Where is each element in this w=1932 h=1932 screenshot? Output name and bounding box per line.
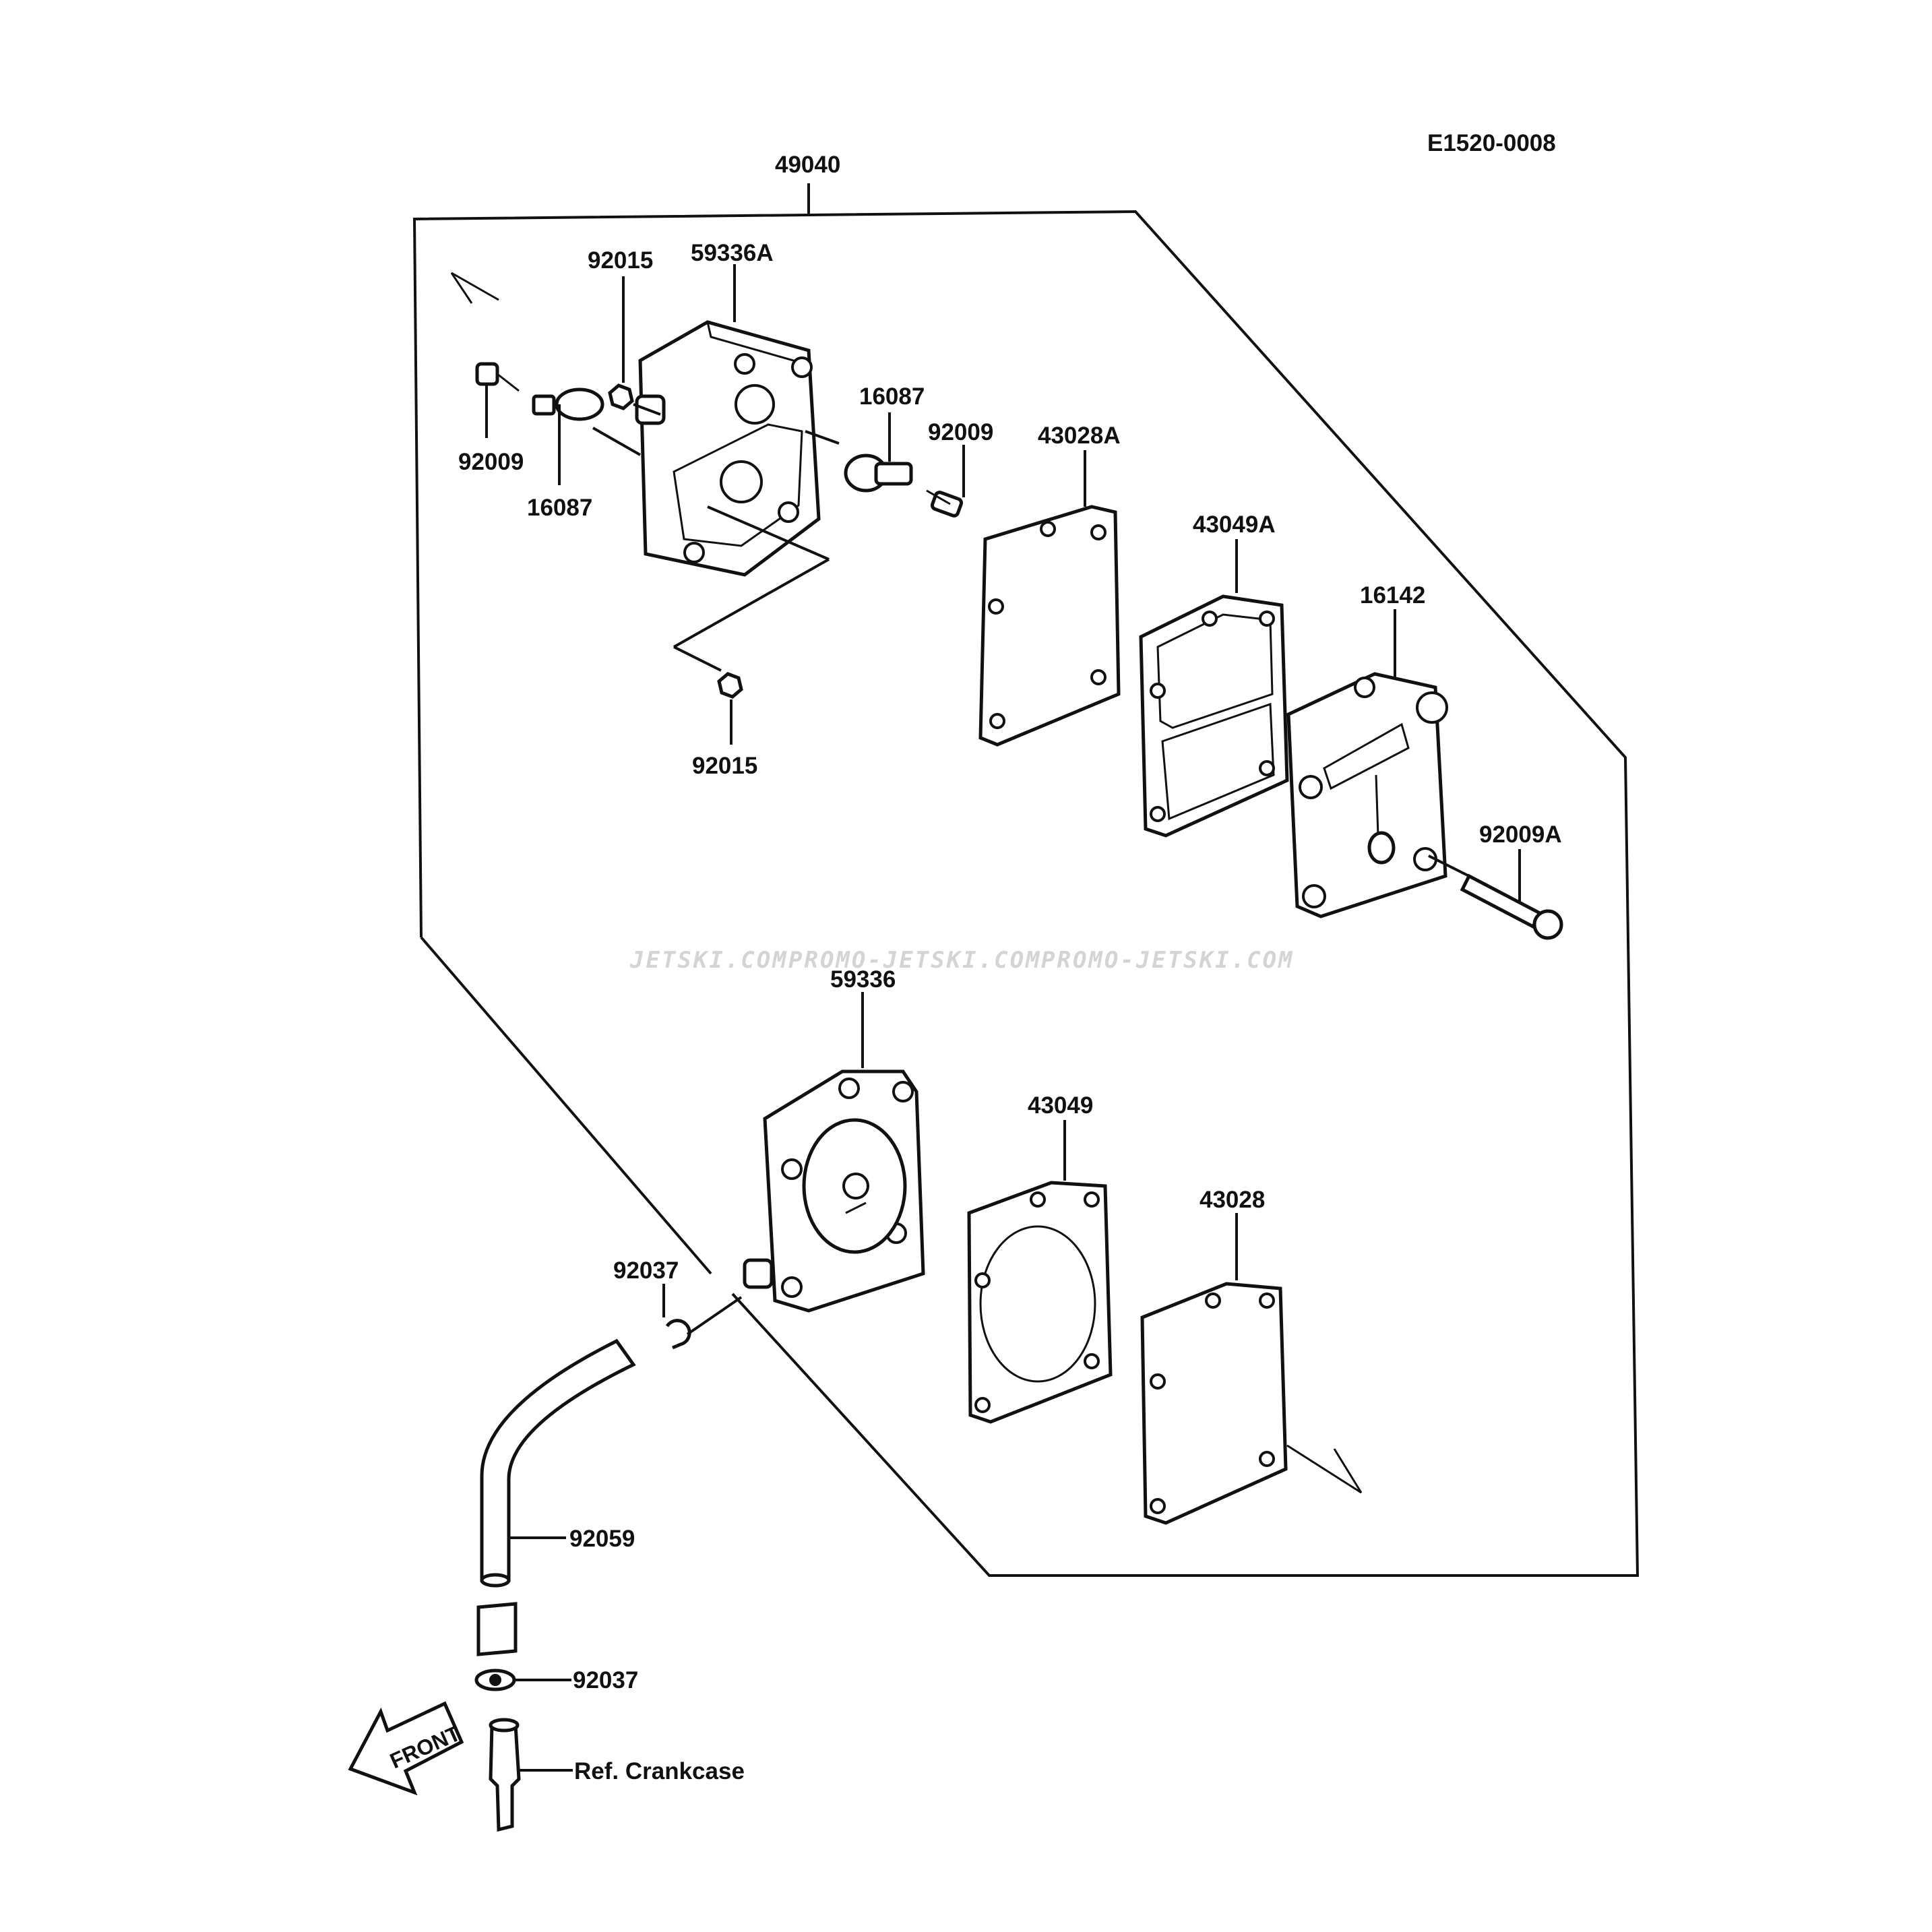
diaphragm-lower: 43028 <box>1140 1187 1288 1525</box>
label-crankcase-ref: Ref. Crankcase <box>574 1758 745 1784</box>
lower-pump-body: 59336 <box>743 966 925 1313</box>
sleeve <box>476 1602 518 1656</box>
right-valve: 16087 <box>844 383 925 493</box>
label-bolt: 92009A <box>1479 821 1562 848</box>
label-screw-left: 92009 <box>458 449 524 475</box>
right-screw: 92009 <box>926 419 993 518</box>
label-diaphragm-lower: 43028 <box>1199 1187 1265 1213</box>
hose: 92059 <box>480 1338 636 1588</box>
left-valve: 16087 <box>527 387 641 521</box>
left-screw: 92009 <box>458 362 524 475</box>
direction-marks <box>450 272 1363 1494</box>
assembly-outline: 49040 <box>412 152 1640 1577</box>
label-cover: 16142 <box>1360 582 1425 609</box>
diaphragm-upper: 43028A <box>978 423 1121 747</box>
clamp-lower: 92037 <box>474 1667 638 1693</box>
drawing-id: E1520-0008 <box>1427 130 1556 156</box>
bolt: 92009A <box>1428 821 1563 940</box>
label-valve-right: 16087 <box>859 383 925 410</box>
nut-bottom: 92015 <box>692 672 757 779</box>
crankcase-fitting: Ref. Crankcase <box>489 1718 745 1832</box>
label-nut-bottom: 92015 <box>692 753 757 779</box>
cover: 16142 <box>1286 582 1448 918</box>
label-clamp-lower: 92037 <box>573 1667 638 1693</box>
label-body-lower: 59336 <box>830 966 896 993</box>
nut-top: 92015 <box>588 247 661 416</box>
label-assembly: 49040 <box>775 152 840 178</box>
label-body-upper: 59336A <box>691 240 774 266</box>
label-valve-left: 16087 <box>527 495 592 521</box>
upper-pump-body: 59336A <box>635 240 840 672</box>
watermark: JETSKI.COM PROMO-JETSKI.COM PROMO-JETSKI… <box>629 947 1295 974</box>
clamp-upper: 92037 <box>613 1257 743 1350</box>
watermark-text-2: PROMO-JETSKI.COM <box>788 947 1042 974</box>
label-gasket-upper: 43049A <box>1193 511 1276 538</box>
label-screw-right: 92009 <box>928 419 993 445</box>
front-arrow-icon: FRONT <box>348 1701 464 1796</box>
label-nut-top: 92015 <box>588 247 653 274</box>
label-hose: 92059 <box>569 1526 635 1552</box>
label-clamp-upper: 92037 <box>613 1257 679 1284</box>
watermark-text-1: JETSKI.COM <box>629 947 788 974</box>
gasket-upper: 43049A <box>1139 511 1289 838</box>
label-diaphragm-upper: 43028A <box>1038 423 1121 449</box>
label-gasket-lower: 43049 <box>1028 1092 1093 1119</box>
watermark-text-3: PROMO-JETSKI.COM <box>1041 947 1295 974</box>
gasket-lower: 43049 <box>967 1092 1113 1424</box>
